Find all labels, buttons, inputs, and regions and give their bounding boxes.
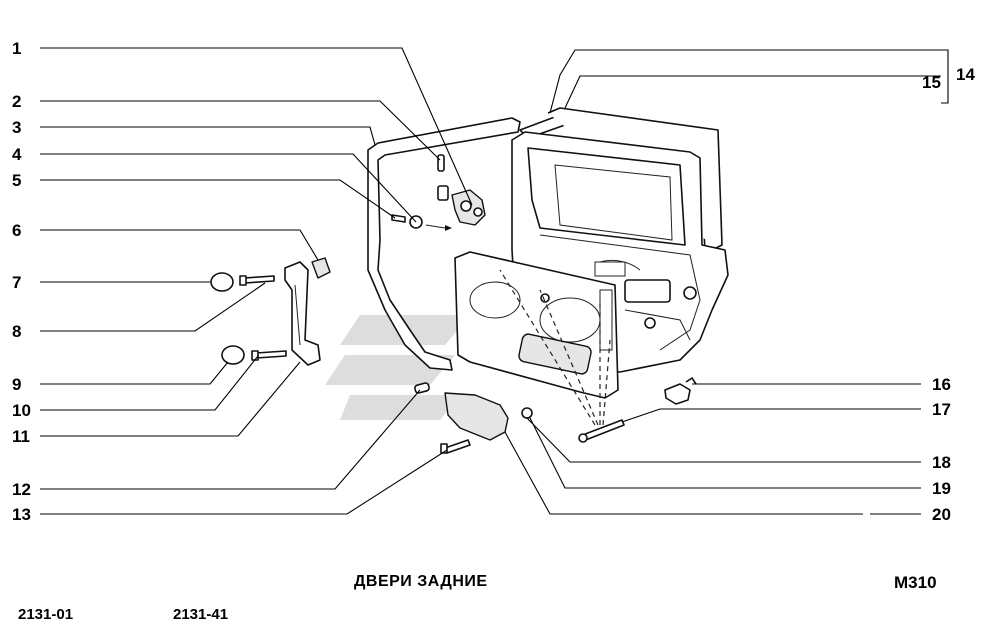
callout-20: 20: [932, 505, 951, 524]
callout-10: 10: [12, 401, 31, 420]
callout-18: 18: [932, 453, 951, 472]
lock-screw: [391, 214, 452, 231]
pocket-nut: [521, 407, 533, 419]
handle-cap: [210, 272, 245, 365]
callout-15: 15: [922, 73, 941, 92]
trim-screw-lines: [499, 269, 611, 426]
handle-bracket: [311, 257, 331, 279]
callout-6: 6: [12, 221, 21, 240]
callout-labels: 1 2 3 4 5 6 7 8 9 10 11 12 13 14 15 16 1…: [12, 39, 975, 524]
callout-9: 9: [12, 375, 21, 394]
callout-4: 4: [12, 145, 22, 164]
callout-19: 19: [932, 479, 951, 498]
callout-8: 8: [12, 322, 21, 341]
door-lock: [437, 185, 486, 226]
model-number: 2131-01: [18, 606, 74, 623]
door-clip: [664, 377, 697, 405]
lock-pin: [437, 154, 445, 172]
drawing-code: М310: [894, 573, 937, 592]
callout-5: 5: [12, 171, 21, 190]
callout-2: 2: [12, 92, 21, 111]
pocket-screw: [440, 439, 471, 454]
model-number: 2131-41: [173, 606, 229, 623]
callout-3: 3: [12, 118, 21, 137]
callout-17: 17: [932, 400, 951, 419]
callout-16: 16: [932, 375, 951, 394]
plug: [414, 382, 430, 394]
callout-7: 7: [12, 273, 21, 292]
door-trim-panel: [454, 251, 619, 399]
callout-13: 13: [12, 505, 31, 524]
callout-1: 1: [12, 39, 21, 58]
window-seal: [367, 117, 521, 371]
trim-screw: [578, 419, 625, 443]
handle-bolt: [239, 275, 287, 361]
callout-14: 14: [956, 65, 975, 84]
drawing-title: ДВЕРИ ЗАДНИЕ: [354, 573, 488, 590]
door-handle: [284, 261, 321, 366]
door-pocket: [444, 392, 509, 441]
callout-12: 12: [12, 480, 31, 499]
leader-lines: [40, 47, 949, 515]
callout-11: 11: [12, 427, 30, 446]
